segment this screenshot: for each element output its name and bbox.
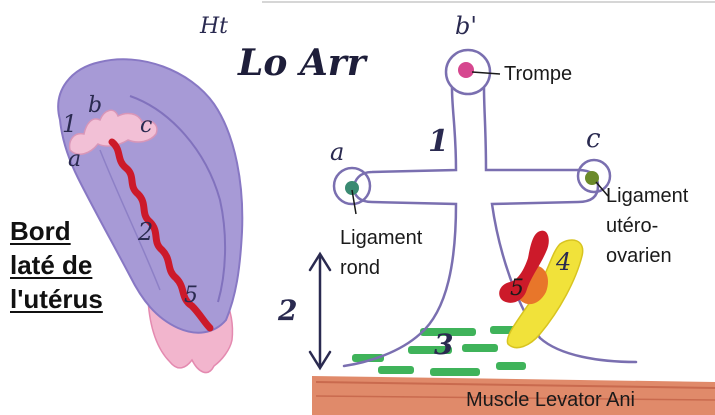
annotation-main: Lo Arr	[238, 42, 366, 84]
marker-5: 5	[510, 276, 524, 301]
uterus-border-title: Bord laté de l'utérus	[10, 214, 103, 316]
height-arrow	[310, 254, 330, 368]
title-line-2: laté de	[10, 248, 103, 282]
marker-1: 1	[428, 124, 449, 159]
label-trompe: Trompe	[504, 62, 572, 86]
left-marker-c: c	[140, 113, 152, 138]
marker-4: 4	[556, 248, 571, 276]
trompe-dot	[458, 62, 474, 78]
left-marker-2: 2	[137, 218, 153, 246]
title-line-1: Bord	[10, 214, 103, 248]
label-ligament-rond-2: rond	[340, 256, 380, 280]
marker-2: 2	[278, 294, 297, 327]
left-marker-a: a	[68, 147, 81, 172]
marker-a: a	[330, 138, 344, 166]
label-muscle-levator-ani: Muscle Levator Ani	[466, 388, 635, 412]
marker-b-prime: b'	[455, 12, 477, 40]
title-line-3: l'utérus	[10, 282, 103, 316]
left-marker-5: 5	[184, 283, 198, 308]
left-marker-1: 1	[62, 110, 77, 138]
label-ligament-uo-3: ovarien	[606, 244, 672, 268]
annotation-top: Ht	[200, 14, 228, 39]
label-ligament-uo-1: Ligament	[606, 184, 688, 208]
left-marker-b: b	[88, 93, 102, 118]
label-ligament-uo-2: utéro-	[606, 214, 658, 238]
label-ligament-rond-1: Ligament	[340, 226, 422, 250]
marker-3: 3	[434, 328, 453, 361]
marker-c: c	[586, 124, 601, 154]
